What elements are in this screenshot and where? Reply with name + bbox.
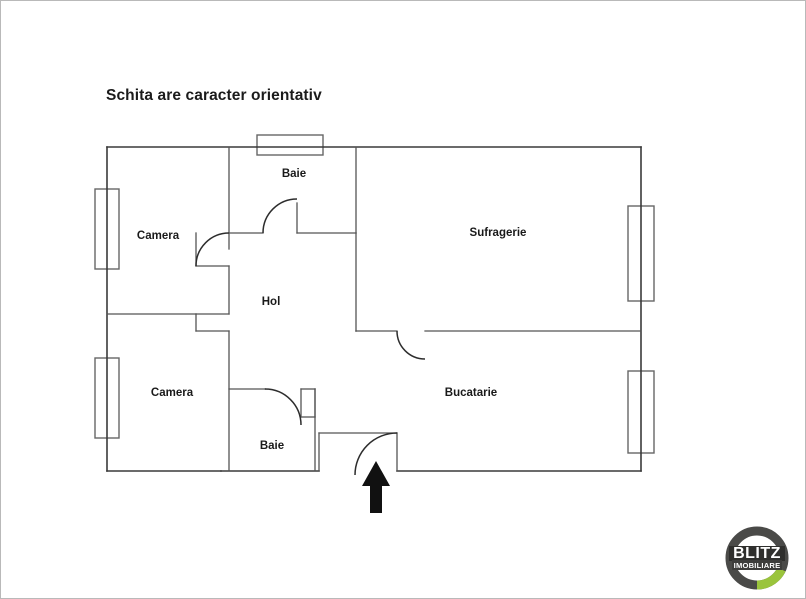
windows: [94, 134, 655, 454]
entrance-arrow: [362, 461, 390, 513]
blitz-imobiliare-logo: BLITZ IMOBILIARE: [717, 522, 797, 594]
logo-accent-arc: [756, 567, 786, 590]
room-label-baie-top: Baie: [282, 168, 306, 180]
room-label-bucatarie: Bucatarie: [445, 387, 497, 399]
logo-brand-text: BLITZ: [733, 545, 781, 562]
room-labels: Camera Baie Sufragerie Hol Camera Baie B…: [137, 168, 527, 452]
logo-banner-top: [729, 546, 785, 561]
window-top-baie: [256, 134, 324, 156]
room-label-camera-bottom: Camera: [151, 387, 194, 399]
logo-subtitle-text: IMOBILIARE: [734, 561, 781, 570]
room-label-camera-top: Camera: [137, 230, 180, 242]
exterior-walls: [106, 146, 642, 472]
door-arcs: [195, 198, 426, 476]
room-label-baie-bottom: Baie: [260, 440, 284, 452]
logo-graphic: BLITZ IMOBILIARE: [725, 526, 789, 590]
room-label-hol: Hol: [262, 296, 281, 308]
logo-banner-bottom: [732, 560, 782, 570]
page-title: Schita are caracter orientativ: [106, 87, 322, 104]
interior-walls: [106, 146, 642, 472]
room-label-sufragerie: Sufragerie: [470, 227, 527, 239]
